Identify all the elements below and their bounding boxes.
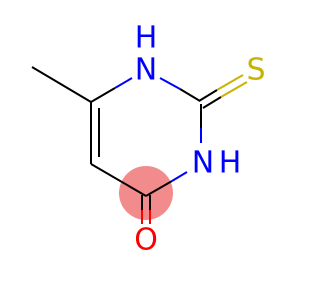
- molecule-diagram: H N S N H O: [31, 21, 266, 258]
- bond-c6-n1: [90, 87, 116, 103]
- bond-n1-c2-n: [159, 77, 181, 90]
- structure-canvas: H N S N H O: [31, 21, 266, 258]
- atom-n1-hydrogen: H: [135, 21, 158, 56]
- bond-c2-s-a2: [216, 74, 244, 91]
- bond-c2-s-b2: [220, 81, 248, 98]
- atom-n3-hydrogen: H: [219, 146, 242, 181]
- atom-n3: N: [192, 146, 214, 181]
- bond-n1-c2: [179, 88, 201, 102]
- bond-c6-n1-n: [114, 77, 133, 89]
- bond-c4-c5: [90, 163, 147, 197]
- bond-methyl-c6: [31, 66, 92, 103]
- atom-highlight: [119, 166, 173, 220]
- bond-n3-c4-n: [171, 171, 188, 182]
- atom-sulfur: S: [246, 53, 265, 88]
- bond-c2-s-b: [202, 96, 222, 109]
- bonds: [31, 66, 248, 224]
- atom-oxygen: O: [134, 223, 158, 258]
- bond-c2-s-a: [198, 89, 218, 102]
- atom-n1: N: [135, 53, 157, 88]
- bond-n3-c4: [145, 180, 173, 197]
